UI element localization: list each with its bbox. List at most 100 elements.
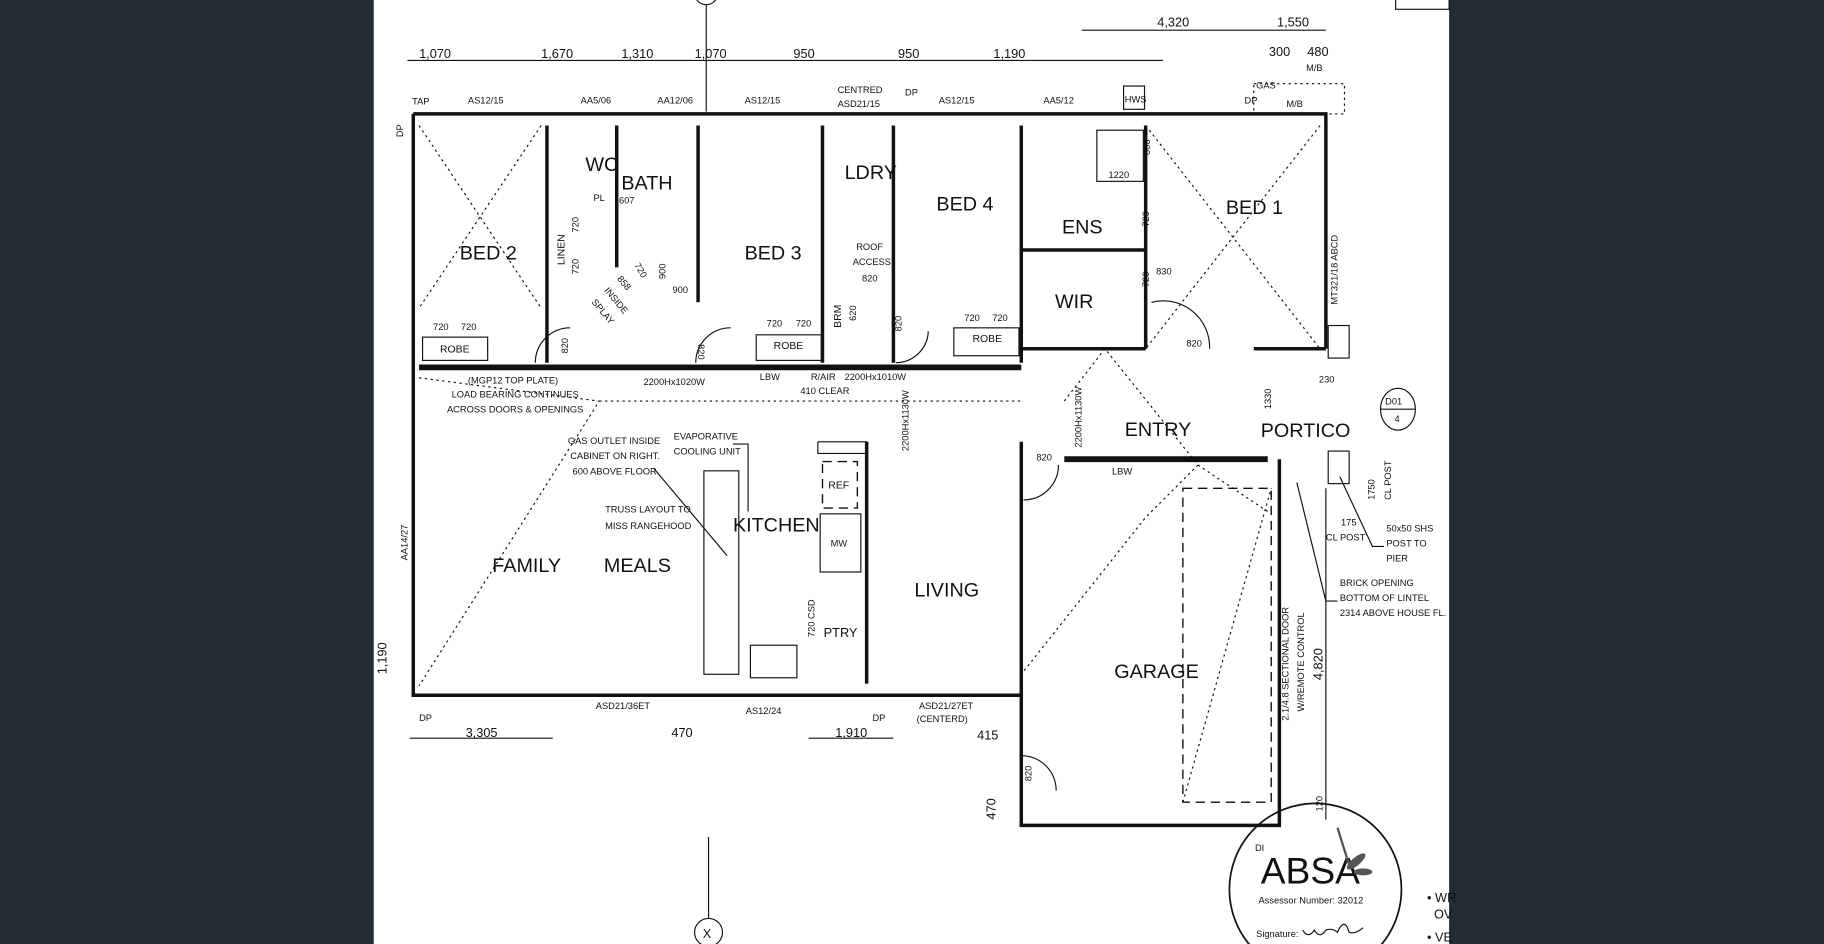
note-brick: 2314 ABOVE HOUSE FL. (1340, 608, 1446, 618)
dp-label: DP (419, 713, 432, 723)
window-code: ASD21/36ET (596, 701, 651, 711)
room-living: LIVING (914, 579, 979, 601)
garage-dim: 120 (1314, 796, 1324, 812)
note-gas: 600 ABOVE FLOOR. (573, 466, 660, 476)
note-gas: CABINET ON RIGHT. (570, 451, 660, 461)
dimension: 480 (1307, 44, 1328, 59)
portico-dim: CL POST (1383, 460, 1393, 500)
door-size: 820 (1036, 452, 1052, 462)
note-truss: TRUSS LAYOUT TO (605, 505, 691, 515)
note-top-plate: LOAD BEARING CONTINUES (452, 390, 579, 400)
dimension: 1,070 (695, 46, 727, 61)
portico-dim: 230 (1319, 374, 1335, 384)
robe-label: ROBE (440, 344, 470, 355)
room-garage: GARAGE (1114, 661, 1199, 683)
room-kitchen: KITCHEN (733, 514, 820, 536)
note-post: 50x50 SHS (1386, 523, 1433, 533)
room-bed-2: BED 2 (460, 242, 517, 264)
door-size: 720 (992, 313, 1008, 323)
room-meals: MEALS (604, 555, 671, 577)
window-code: AS12/15 (939, 95, 975, 105)
linen-label: LINEN (556, 234, 567, 265)
window-code: DP (1244, 95, 1257, 105)
absa-logo: ABSA (1261, 850, 1360, 892)
window-code: TAP (412, 97, 429, 107)
dimension: 1,190 (375, 642, 390, 674)
notes: (MGP12 TOP PLATE) LOAD BEARING CONTINUES… (447, 235, 1456, 944)
dimension: 415 (977, 727, 998, 742)
gas-label: GAS (1256, 80, 1276, 90)
lbw-label: LBW (1112, 466, 1132, 476)
window-code: M/B (1286, 99, 1303, 109)
note-post: POST TO (1386, 538, 1426, 548)
room-labels: BED 2 WC BATH BED 3 LDRY BED 4 ENS WIR B… (460, 154, 1351, 683)
grid-marker-top (696, 0, 717, 112)
note-garage-door: 2.1/4.8 SECTIONAL DOOR (1281, 607, 1291, 721)
plan-paper (373, 0, 1450, 944)
side-note: OV (1434, 906, 1453, 921)
top-window-codes: TAP AS12/15 AA5/06 AA12/06 AS12/15 CENTR… (412, 80, 1303, 110)
note-top-plate: (MGP12 TOP PLATE) (468, 376, 558, 386)
door-size: 820 (560, 338, 570, 354)
room-bath: BATH (621, 172, 672, 194)
brm-label: BRM (833, 305, 844, 328)
walls (411, 83, 1350, 828)
room-portico: PORTICO (1261, 420, 1351, 442)
robe-label: ROBE (774, 341, 804, 352)
top-dimensions: 1,070 1,670 1,310 1,070 950 950 1,190 4,… (407, 15, 1329, 73)
dimension: 1,670 (541, 46, 573, 61)
return-air-label: 410 CLEAR (800, 386, 849, 396)
dimension: 950 (898, 46, 919, 61)
roof-access-label: ROOF (856, 242, 883, 252)
room-family: FAMILY (492, 555, 561, 577)
window-code: AA5/12 (1043, 95, 1074, 105)
robe-label: ROBE (972, 334, 1002, 345)
dimension: 4,320 (1157, 15, 1189, 30)
door-size: 900 (673, 285, 689, 295)
section-marker: D01 4 (1379, 387, 1416, 431)
door-size: 820 (862, 273, 878, 283)
assessor-number: Assessor Number: 32012 (1258, 895, 1363, 905)
note-truss: MISS RANGEHOOD (605, 521, 692, 531)
window-code: AA5/06 (581, 95, 612, 105)
door-size: 830 (1156, 266, 1172, 276)
corner-box (1395, 0, 1450, 10)
door-size: 720 (570, 217, 580, 233)
roof-lines (418, 125, 1321, 687)
room-wc: WC (585, 154, 618, 176)
opening-size: 2200Hx1020W (643, 377, 705, 387)
opening-size: 2200Hx1130W (1074, 387, 1084, 448)
dimension: 470 (671, 725, 692, 740)
dimension: 470 (984, 798, 999, 819)
note-gas: GAS OUTLET INSIDE (568, 436, 660, 446)
garage-dim: 4,820 (1310, 648, 1325, 680)
room-bed-3: BED 3 (745, 242, 802, 264)
dp-label: DP (872, 713, 885, 723)
dimension: 1,550 (1277, 15, 1309, 30)
window-code: AS12/24 (746, 706, 782, 716)
door-size: 720 (1141, 272, 1151, 288)
section-marker-sheet: 4 (1394, 414, 1399, 424)
note-post: PIER (1386, 554, 1408, 564)
window-code: DP (905, 87, 918, 97)
dimension: 300 (1269, 44, 1290, 59)
window-code: AA12/06 (657, 95, 693, 105)
door-size: 1220 (1108, 170, 1129, 180)
dimension: M/B (1306, 63, 1323, 73)
door-size: 720 (1141, 211, 1151, 227)
side-note: • VE (1427, 930, 1452, 944)
roof-access-label: ACCESS (853, 257, 891, 267)
window-code: CENTRED (838, 85, 883, 95)
opening-size: 2200Hx1130W (901, 390, 911, 451)
window-code: AS12/15 (745, 95, 781, 105)
side-note: • WR (1427, 890, 1456, 905)
leaf-icon (1336, 827, 1373, 876)
portico-dim: CL POST (1326, 533, 1366, 543)
room-wir: WIR (1055, 291, 1093, 313)
note-top-plate: ACROSS DOORS & OPENINGS (447, 405, 583, 415)
signature-label: Signature: (1256, 929, 1298, 939)
room-bed-1: BED 1 (1226, 197, 1283, 219)
pl-label: PL (593, 193, 604, 203)
